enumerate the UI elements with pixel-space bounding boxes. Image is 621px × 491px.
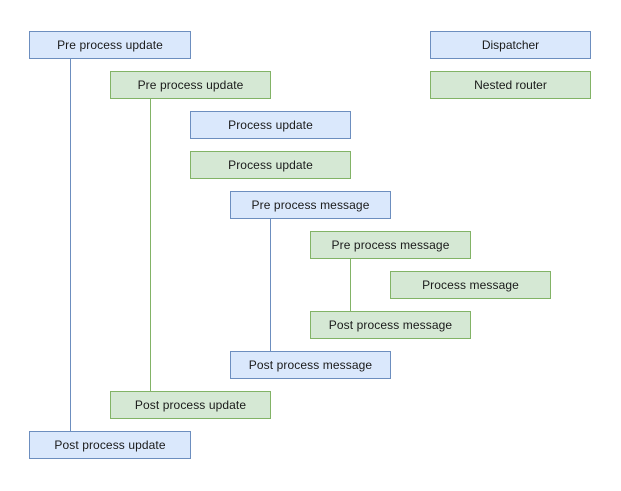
node-post-process-message-dispatcher[interactable]: Post process message xyxy=(230,351,391,379)
connector-router-update-span xyxy=(150,99,151,391)
node-post-process-update-dispatcher[interactable]: Post process update xyxy=(29,431,191,459)
node-process-update-router[interactable]: Process update xyxy=(190,151,351,179)
legend-item-dispatcher[interactable]: Dispatcher xyxy=(430,31,591,59)
legend-item-nested-router[interactable]: Nested router xyxy=(430,71,591,99)
connector-dispatcher-message-span xyxy=(270,219,271,351)
node-process-update-dispatcher[interactable]: Process update xyxy=(190,111,351,139)
node-post-process-message-router[interactable]: Post process message xyxy=(310,311,471,339)
node-pre-process-update-router[interactable]: Pre process update xyxy=(110,71,271,99)
node-pre-process-update-dispatcher[interactable]: Pre process update xyxy=(29,31,191,59)
node-pre-process-message-router[interactable]: Pre process message xyxy=(310,231,471,259)
node-pre-process-message-dispatcher[interactable]: Pre process message xyxy=(230,191,391,219)
connector-dispatcher-update-span xyxy=(70,59,71,431)
node-process-message-router[interactable]: Process message xyxy=(390,271,551,299)
node-post-process-update-router[interactable]: Post process update xyxy=(110,391,271,419)
connector-router-message-span xyxy=(350,259,351,311)
